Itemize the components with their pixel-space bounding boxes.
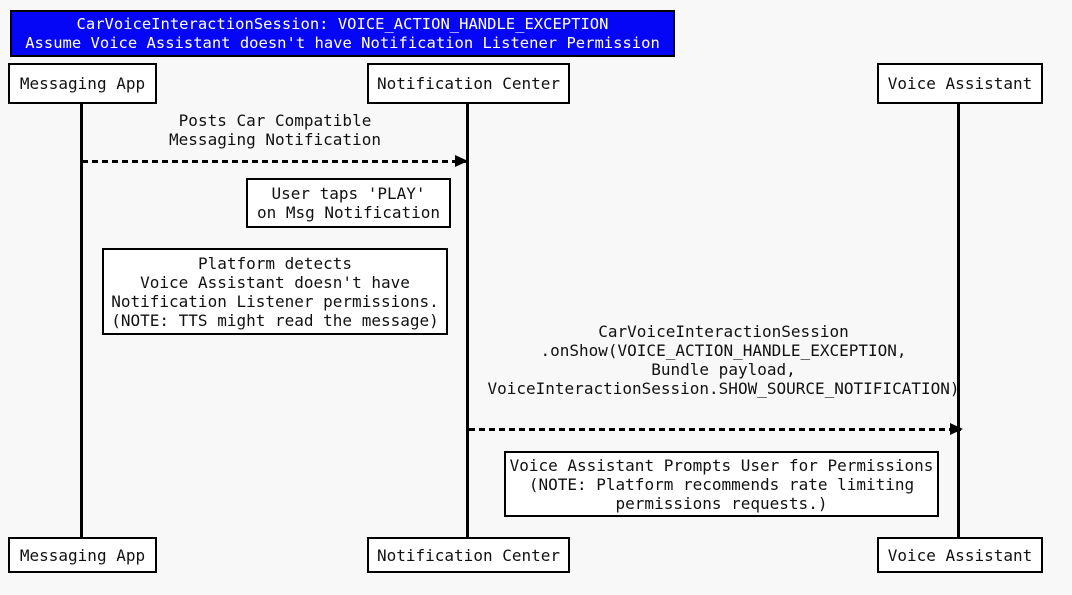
participant-bottom-voice-assistant: Voice Assistant — [877, 537, 1043, 573]
participant-bottom-notification-center: Notification Center — [367, 537, 570, 573]
participant-bottom-messaging-app: Messaging App — [8, 537, 157, 573]
participant-label: Messaging App — [19, 74, 146, 93]
message-1-arrow — [82, 155, 468, 167]
message-1-label: Posts Car Compatible Messaging Notificat… — [82, 111, 468, 149]
message-1-label-line2: Messaging Notification — [169, 130, 381, 149]
arrowhead-right-icon — [950, 423, 963, 435]
note-line: permissions requests.) — [615, 493, 828, 513]
participant-label: Voice Assistant — [887, 545, 1033, 565]
note-line: User taps 'PLAY' — [271, 184, 426, 203]
note-user-taps-play: User taps 'PLAY' on Msg Notification — [246, 178, 451, 228]
participant-label: Notification Center — [376, 74, 561, 93]
message-2-label: CarVoiceInteractionSession .onShow(VOICE… — [471, 322, 976, 398]
diagram-title-line1: CarVoiceInteractionSession: VOICE_ACTION… — [76, 14, 609, 33]
note-line: Voice Assistant Prompts User for Permiss… — [509, 455, 934, 475]
participant-top-messaging-app: Messaging App — [8, 63, 157, 104]
participant-label: Notification Center — [376, 545, 561, 565]
message-1-label-line1: Posts Car Compatible — [178, 111, 372, 130]
message-2-label-line2: .onShow(VOICE_ACTION_HANDLE_EXCEPTION, — [540, 341, 907, 360]
note-line: Platform detects — [197, 253, 353, 273]
message-2-label-line3: Bundle payload, — [651, 360, 796, 379]
message-2-arrow — [469, 423, 963, 435]
arrowhead-right-icon — [455, 155, 468, 167]
participant-label: Messaging App — [19, 545, 146, 565]
diagram-title-banner: CarVoiceInteractionSession: VOICE_ACTION… — [10, 10, 675, 57]
note-platform-detects: Platform detects Voice Assistant doesn't… — [102, 248, 448, 335]
note-line: Notification Listener permissions. — [111, 291, 439, 311]
participant-top-voice-assistant: Voice Assistant — [877, 63, 1043, 104]
note-line: Voice Assistant doesn't have — [140, 272, 410, 292]
note-line: on Msg Notification — [256, 203, 441, 222]
note-line: (NOTE: Platform recommends rate limiting — [528, 474, 915, 494]
participant-label: Voice Assistant — [887, 74, 1033, 93]
diagram-title-line2: Assume Voice Assistant doesn't have Noti… — [25, 33, 660, 52]
note-voice-assistant-prompts: Voice Assistant Prompts User for Permiss… — [504, 451, 939, 517]
lifeline-messaging-app — [80, 104, 83, 537]
message-2-label-line1: CarVoiceInteractionSession — [598, 322, 849, 341]
participant-top-notification-center: Notification Center — [367, 63, 570, 104]
note-line: (NOTE: TTS might read the message) — [111, 310, 439, 330]
lifeline-notification-center — [466, 104, 469, 537]
message-2-label-line4: VoiceInteractionSession.SHOW_SOURCE_NOTI… — [487, 379, 960, 398]
lifeline-voice-assistant — [957, 104, 960, 537]
